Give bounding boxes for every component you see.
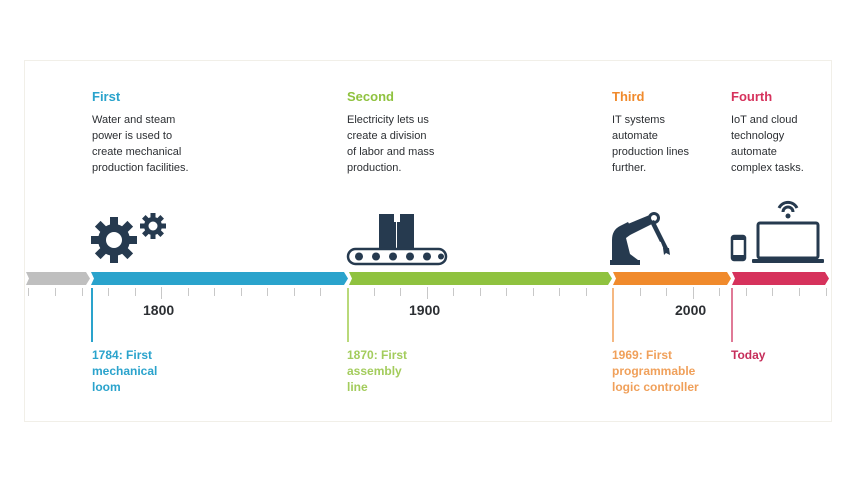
- era-first-desc: Water and steam power is used to create …: [92, 114, 189, 174]
- timeline-bar: [26, 272, 829, 285]
- year-label-1800: 1800: [143, 302, 175, 318]
- era-fourth-title: Fourth: [731, 89, 773, 104]
- third-era-segment: [613, 272, 731, 285]
- pre-industrial-segment: [26, 272, 90, 285]
- era-third-title: Third: [612, 89, 645, 104]
- era-second-title: Second: [347, 89, 394, 104]
- timeline-card: [24, 60, 832, 422]
- year-label-1900: 1900: [409, 302, 441, 318]
- robot-arm-icon: [610, 212, 670, 265]
- gears-icon: [91, 213, 166, 263]
- milestone-fourth: Today: [731, 348, 766, 362]
- milestone-first: 1784: First mechanical loom: [92, 348, 158, 394]
- fourth-era-segment: [732, 272, 829, 285]
- era-second-desc: Electricity lets us create a division of…: [347, 114, 435, 174]
- third-era-marker: [612, 288, 614, 342]
- era-third-desc: IT systems automate production lines fur…: [612, 114, 690, 174]
- era-first-title: First: [92, 89, 121, 104]
- second-era-marker: [347, 288, 349, 342]
- second-era-segment: [349, 272, 612, 285]
- fourth-era-marker: [731, 288, 733, 342]
- year-label-2000: 2000: [675, 302, 707, 318]
- era-fourth-desc: IoT and cloud technology automate comple…: [731, 114, 804, 174]
- devices-wifi-icon: [730, 200, 824, 263]
- first-era-marker: [91, 288, 93, 342]
- milestone-third: 1969: First programmable logic controlle…: [612, 348, 699, 394]
- milestone-second: 1870: First assembly line: [347, 348, 408, 394]
- conveyor-belt-icon: [346, 214, 448, 266]
- first-era-segment: [91, 272, 348, 285]
